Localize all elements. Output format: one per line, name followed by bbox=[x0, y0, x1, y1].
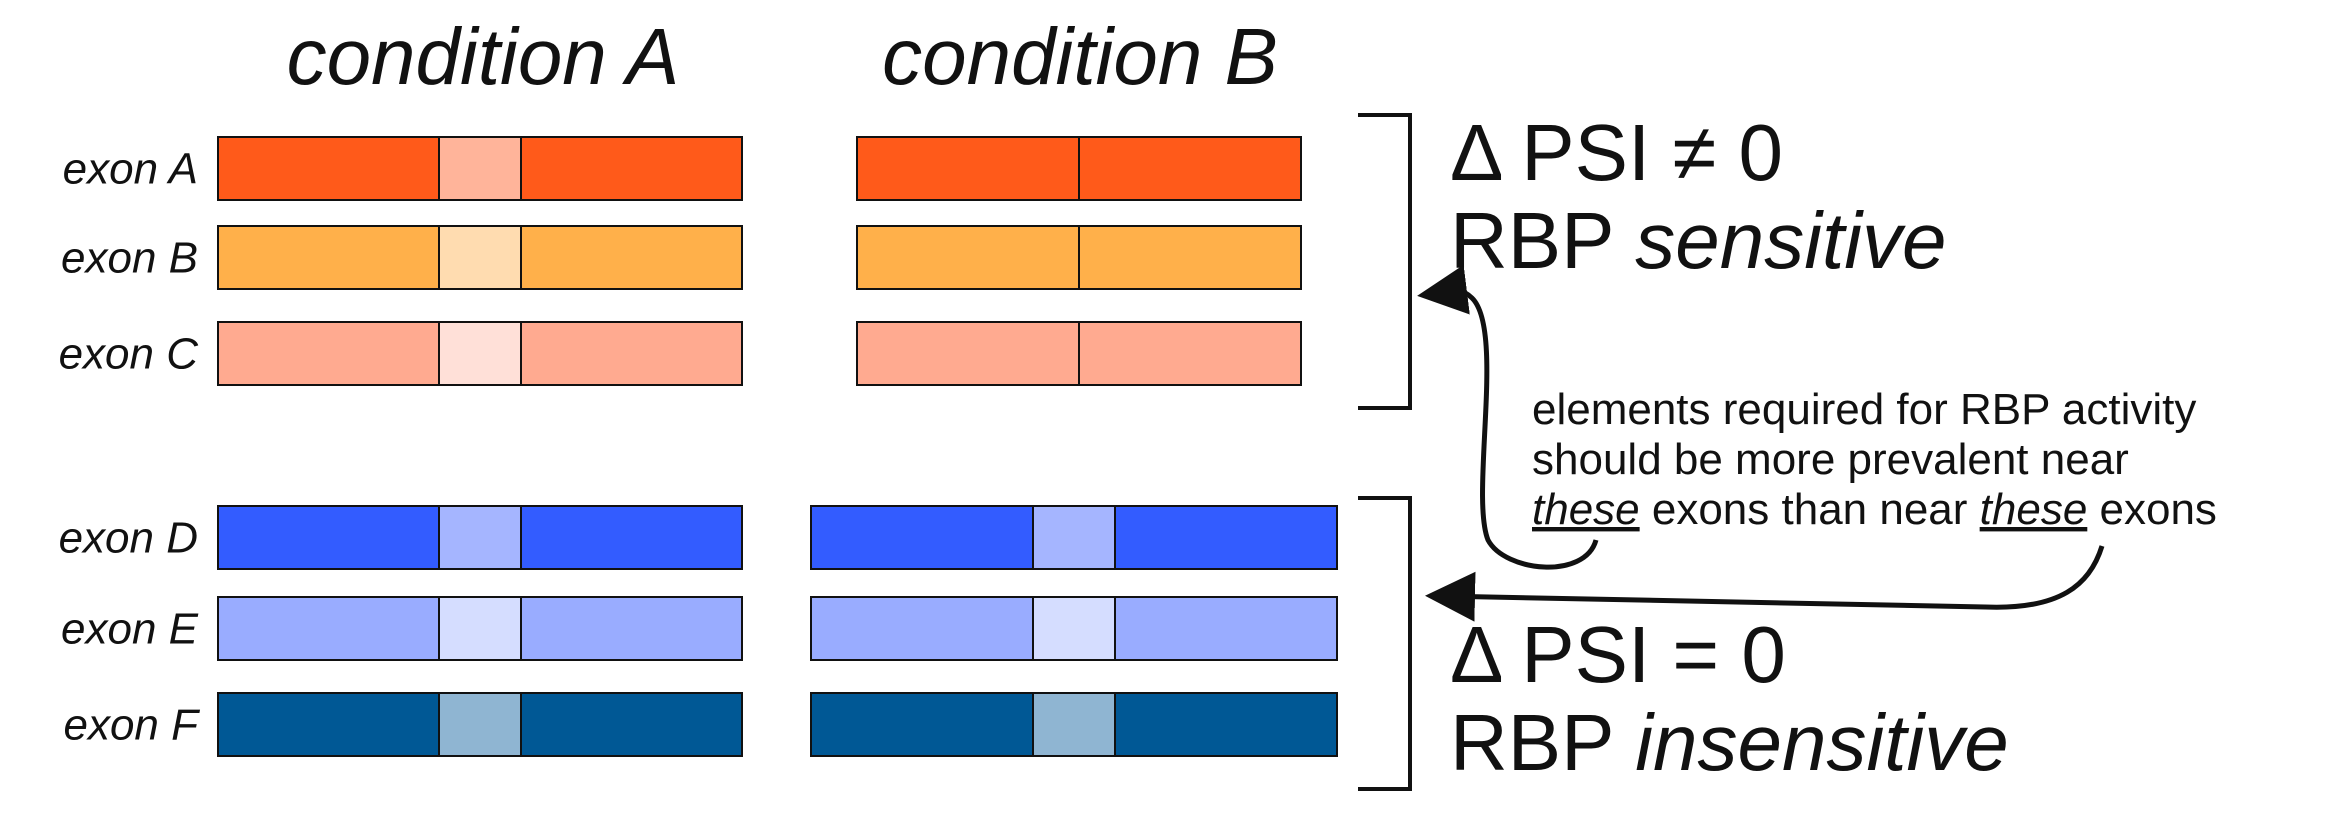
exon-b-row: exon B bbox=[61, 225, 1302, 290]
column-header-condition-a: condition A bbox=[287, 12, 680, 101]
exon-b-cond-a-downstream-exon bbox=[520, 225, 743, 290]
exon-f-cond-a-alternative-exon bbox=[438, 692, 522, 757]
note-line-2: should be more prevalent near bbox=[1532, 435, 2129, 484]
exon-d-cond-a-alternative-exon bbox=[438, 505, 522, 570]
exon-b-cond-a-alternative-exon bbox=[438, 225, 522, 290]
exon-f-row: exon F bbox=[63, 692, 1338, 757]
exon-c-cond-b-upstream-exon bbox=[856, 321, 1080, 386]
exon-rows: exon A exon B exon C exon D exon E exon F bbox=[59, 136, 1338, 757]
sensitive-delta-psi-label: Δ PSI ≠ 0 bbox=[1450, 108, 1783, 197]
exon-f-cond-b-downstream-exon bbox=[1114, 692, 1338, 757]
exon-d-cond-b-upstream-exon bbox=[810, 505, 1034, 570]
sensitive-rbp-label: RBP sensitive bbox=[1450, 196, 1947, 285]
exon-d-cond-b-alternative-exon bbox=[1032, 505, 1116, 570]
arrow-to-insensitive bbox=[1425, 545, 2105, 622]
exon-c-row: exon C bbox=[59, 321, 1302, 386]
exon-b-cond-b-downstream-exon bbox=[1078, 225, 1302, 290]
column-header-condition-b: condition B bbox=[882, 12, 1278, 101]
exon-e-cond-b-alternative-exon bbox=[1032, 596, 1116, 661]
arrow-to-sensitive bbox=[1417, 264, 1599, 570]
exon-a-cond-b-downstream-exon bbox=[1078, 136, 1302, 201]
exon-d-cond-b-downstream-exon bbox=[1114, 505, 1338, 570]
exon-f-cond-a-upstream-exon bbox=[217, 692, 440, 757]
insensitive-bracket bbox=[1358, 496, 1412, 791]
exon-c-cond-a-upstream-exon bbox=[217, 321, 440, 386]
exon-c-cond-a-alternative-exon bbox=[438, 321, 522, 386]
insensitive-delta-psi-label: Δ PSI = 0 bbox=[1450, 610, 1786, 699]
exon-f-cond-b-upstream-exon bbox=[810, 692, 1034, 757]
exon-e-cond-a-alternative-exon bbox=[438, 596, 522, 661]
exon-e-cond-a-upstream-exon bbox=[217, 596, 440, 661]
exon-a-cond-a-downstream-exon bbox=[520, 136, 743, 201]
note-line-3: these exons than near these exons bbox=[1532, 485, 2217, 534]
exon-d-row: exon D bbox=[59, 505, 1338, 570]
exon-d-label: exon D bbox=[59, 514, 198, 563]
exon-b-cond-b-upstream-exon bbox=[856, 225, 1080, 290]
exon-b-label: exon B bbox=[61, 234, 198, 283]
exon-f-label: exon F bbox=[63, 701, 200, 750]
exon-b-cond-a-upstream-exon bbox=[217, 225, 440, 290]
exon-f-cond-b-alternative-exon bbox=[1032, 692, 1116, 757]
exon-e-row: exon E bbox=[61, 596, 1338, 661]
exon-a-row: exon A bbox=[63, 136, 1302, 201]
exon-d-cond-a-downstream-exon bbox=[520, 505, 743, 570]
exon-e-cond-b-upstream-exon bbox=[810, 596, 1034, 661]
note-line-1: elements required for RBP activity bbox=[1532, 385, 2196, 434]
exon-a-cond-a-upstream-exon bbox=[217, 136, 440, 201]
exon-c-cond-a-downstream-exon bbox=[520, 321, 743, 386]
insensitive-rbp-label: RBP insensitive bbox=[1450, 698, 2009, 787]
exon-e-cond-a-downstream-exon bbox=[520, 596, 743, 661]
exon-e-cond-b-downstream-exon bbox=[1114, 596, 1338, 661]
exon-a-cond-a-alternative-exon bbox=[438, 136, 522, 201]
exon-f-cond-a-downstream-exon bbox=[520, 692, 743, 757]
exon-c-label: exon C bbox=[59, 330, 200, 379]
exon-e-label: exon E bbox=[61, 605, 199, 654]
sensitive-bracket bbox=[1358, 113, 1412, 410]
exon-d-cond-a-upstream-exon bbox=[217, 505, 440, 570]
exon-a-cond-b-upstream-exon bbox=[856, 136, 1080, 201]
exon-c-cond-b-downstream-exon bbox=[1078, 321, 1302, 386]
exon-a-label: exon A bbox=[63, 145, 198, 194]
